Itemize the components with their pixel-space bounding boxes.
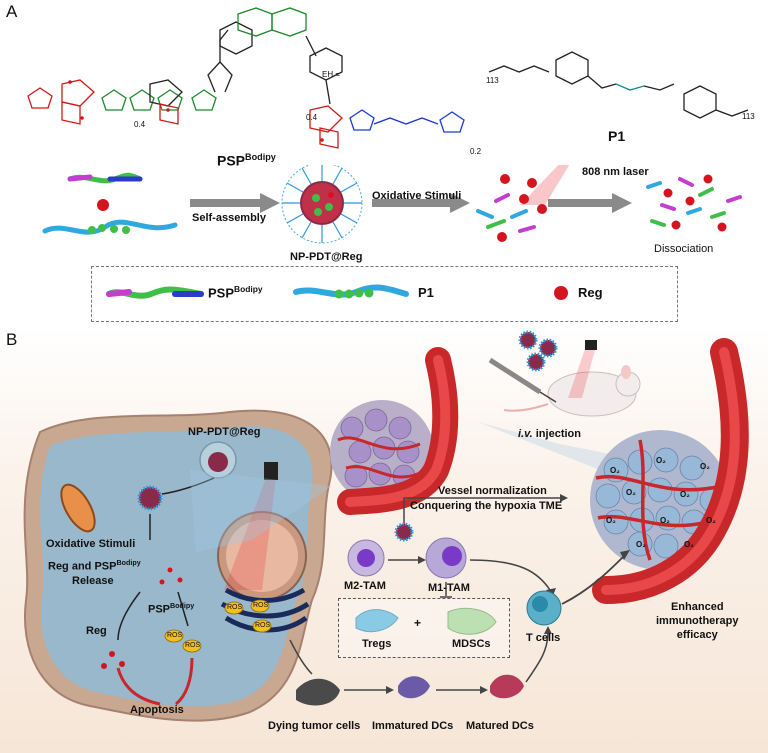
m1-tam-label: M1-TAM [428,582,470,594]
matured-dcs-label: Matured DCs [466,720,534,732]
immatured-dcs-label: Immatured DCs [372,720,454,732]
dissociation-label: Dissociation [654,243,714,255]
nanoparticle-label: NP-PDT@Reg [290,251,363,263]
o2-label: O₂ [680,490,690,499]
legend-graphics [106,284,568,300]
release-label: Reg and PSPBodipy Release [48,559,141,587]
o2-label: O₂ [636,540,646,549]
legend-psp-label: PSPBodipy [208,284,263,301]
injection-word: injection [535,428,581,440]
subscript-0.4-b: 0.4 [306,113,318,122]
o2-label: O₂ [656,456,666,465]
psp-cell-label: PSPBodipy [148,602,195,616]
tregs-label: Tregs [362,638,392,650]
conquering-hypoxia-label: Conquering the hypoxia TME [410,500,563,512]
p1-structure-label: P1 [608,128,626,144]
o2-label: O₂ [606,516,616,525]
m2-tam-label: M2-TAM [344,580,386,592]
psp-structure [27,7,465,149]
iv-injection-label: i.v. injection [518,428,581,440]
oxidative-stimuli-label: Oxidative Stimuli [372,190,462,202]
panel-a-label: A [6,2,18,21]
o2-label: O₂ [610,466,620,475]
subscript-0.4-a: 0.4 [134,120,146,129]
subscript-0.2: 0.2 [470,147,482,156]
np-pdt-reg-label: NP-PDT@Reg [188,426,261,438]
apoptosis-label: Apoptosis [130,704,184,716]
o2-label: O₂ [684,540,694,549]
panel-b-label: B [6,330,18,349]
t-cells-label: T cells [526,632,561,644]
o2-label: O₂ [660,516,670,525]
ros-label: ROS [185,642,201,649]
laser-label: 808 nm laser [582,166,649,178]
suppressive-cells-box [338,598,510,658]
legend-p1-label: P1 [418,285,434,300]
assembly-flow [42,165,742,244]
mdscs-label: MDSCs [452,638,491,650]
enhanced-efficacy-label: Enhanced immunotherapy efficacy [656,601,739,641]
subscript-113-b: 113 [742,112,755,121]
o2-label: O₂ [700,462,710,471]
ros-label: ROS [253,602,269,609]
ros-label: ROS [227,604,243,611]
vessel-normalization-label: Vessel normalization [438,485,547,497]
o2-label: O₂ [626,488,636,497]
psp-structure-label: PSPBodipy [217,152,276,169]
legend-reg-label: Reg [578,285,603,300]
ros-label: ROS [255,622,271,629]
plus-sign: + [414,616,422,630]
reg-cell-label: Reg [86,625,107,637]
oxidative-stimuli-cell-label: Oxidative Stimuli [46,538,136,550]
panel-b-illustration [23,330,749,722]
p1-structure [488,51,749,119]
eh-definition: EH = [322,70,341,79]
legend-box [91,266,678,322]
iv-abbrev: i.v. [518,428,533,440]
subscript-113-a: 113 [486,76,499,85]
dying-tumor-cells-label: Dying tumor cells [268,720,361,732]
o2-label: O₂ [706,516,716,525]
self-assembly-label: Self-assembly [192,212,266,224]
ros-label: ROS [167,632,183,639]
